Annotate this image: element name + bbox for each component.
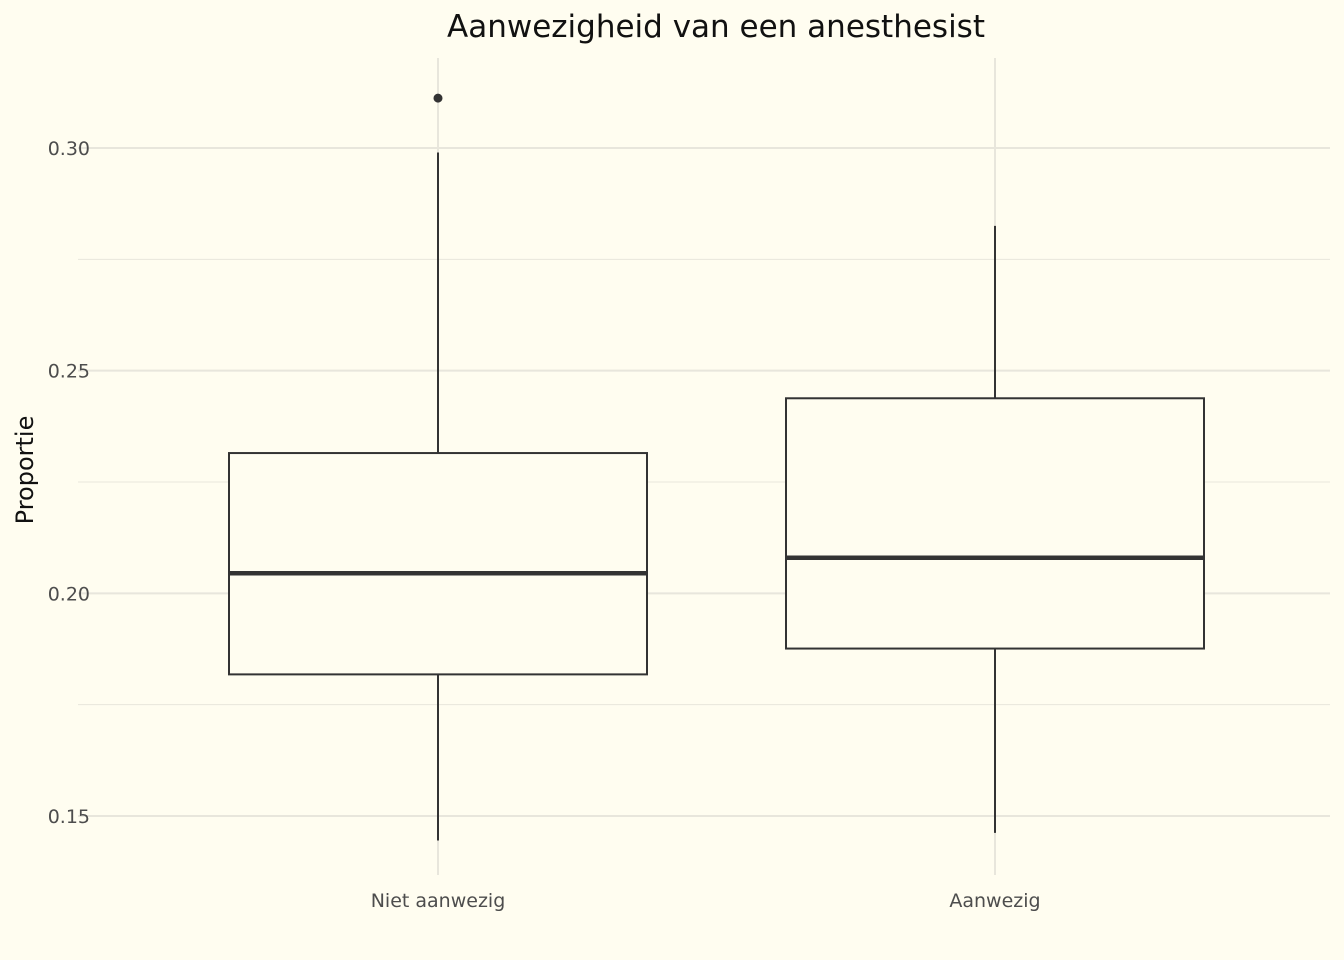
y-axis-ticks: 0.15 0.20 0.25 0.30 — [48, 138, 90, 828]
x-tick-label: Niet aanwezig — [371, 890, 506, 912]
box-group — [228, 93, 648, 841]
outlier-point — [433, 93, 443, 103]
box-group — [785, 225, 1205, 833]
box-iqr — [785, 397, 1205, 650]
x-axis-ticks: Niet aanwezig Aanwezig — [371, 890, 1041, 912]
y-tick-label: 0.20 — [48, 583, 90, 605]
y-tick-label: 0.25 — [48, 361, 90, 383]
box-layer — [228, 93, 1205, 841]
y-axis-title: Proportie — [11, 416, 39, 525]
y-tick-label: 0.30 — [48, 138, 90, 160]
box-iqr — [228, 452, 648, 676]
x-tick-label: Aanwezig — [949, 890, 1040, 912]
chart-title: Aanwezigheid van een anesthesist — [447, 9, 985, 45]
y-tick-label: 0.15 — [48, 806, 90, 828]
